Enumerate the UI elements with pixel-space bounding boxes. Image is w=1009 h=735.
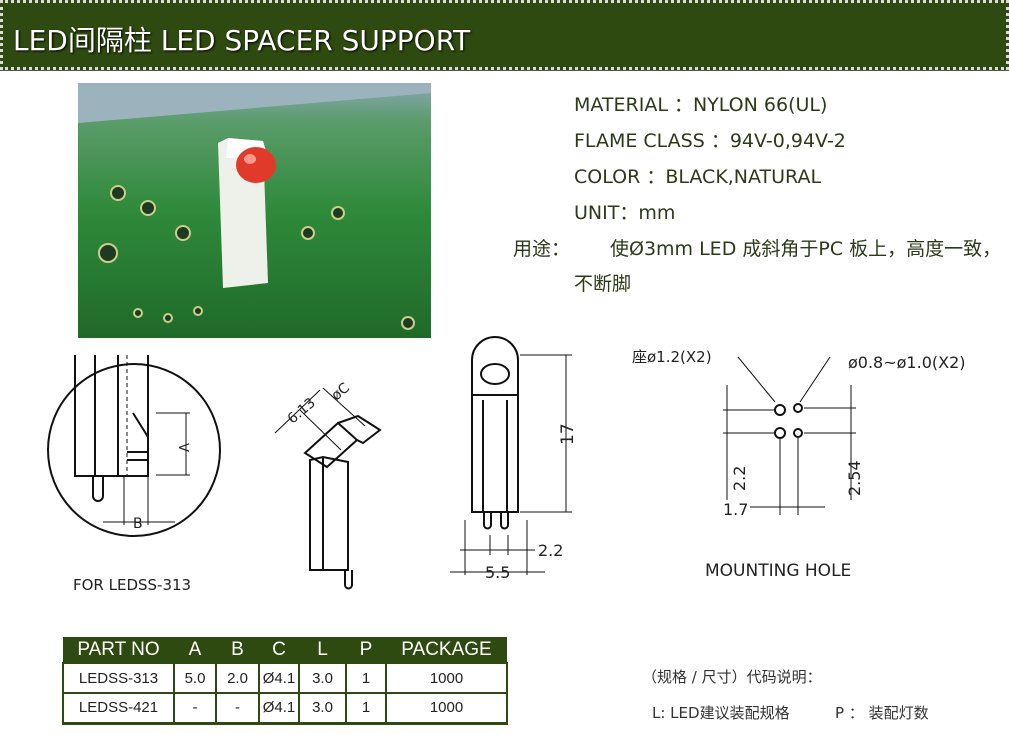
spec-material: MATERIAL ：NYLON 66(UL)	[574, 94, 828, 116]
col-package: PACKAGE	[386, 637, 507, 663]
dim-613-label: 6.13	[285, 395, 319, 427]
dim-55-label: 5.5	[485, 563, 510, 582]
cell: LEDSS-313	[62, 662, 175, 694]
cell: 1000	[385, 662, 508, 694]
table-header-row: PART NO A B C L P PACKAGE	[63, 637, 507, 663]
dim-17-horizontal-label: 1.7	[723, 500, 748, 519]
mounting-caption: MOUNTING HOLE	[705, 561, 851, 581]
detail-view: A B FOR LEDSS-313	[47, 355, 221, 594]
notes-p: P ： 装配灯数	[835, 704, 929, 722]
cell: 2.0	[215, 662, 260, 694]
seat-hole-label: 座ø1.2(X2)	[632, 348, 712, 366]
cell: -	[173, 692, 217, 725]
cell: Ø4.1	[258, 662, 300, 694]
col-c: C	[259, 637, 299, 663]
cell: 5.0	[173, 662, 217, 694]
cell: 3.0	[298, 662, 347, 694]
front-view: 17 2.2 5.5	[450, 336, 578, 582]
cell: -	[215, 692, 260, 725]
col-p: P	[346, 637, 386, 663]
col-part-no: PART NO	[63, 637, 174, 663]
col-l: L	[299, 637, 346, 663]
page-header: LED间隔柱 LED SPACER SUPPORT	[0, 0, 1009, 71]
product-photo	[78, 83, 431, 338]
pin-hole-label: ø0.8~ø1.0(X2)	[848, 353, 966, 372]
spec-flame-class: FLAME CLASS ：94V-0,94V-2	[574, 130, 846, 152]
page-title: LED间隔柱 LED SPACER SUPPORT	[13, 24, 471, 57]
col-a: A	[174, 637, 216, 663]
spec-unit: UNIT：mm	[574, 202, 676, 224]
notes-l: L: LED建议装配规格	[652, 704, 790, 722]
notes-title: （规格 / 尺寸）代码说明：	[642, 668, 822, 686]
cell: 1	[345, 692, 387, 725]
cell: Ø4.1	[258, 692, 300, 725]
dim-22-vertical-label: 2.2	[730, 466, 749, 491]
mounting-hole-view: 座ø1.2(X2) ø0.8~ø1.0(X2) 2.2 2.54 1.7 MOU…	[632, 348, 966, 581]
detail-caption: FOR LEDSS-313	[73, 576, 191, 594]
dim-254-label: 2.54	[845, 460, 864, 496]
angled-view: 6.13 øC	[274, 380, 382, 590]
cell: 1000	[385, 692, 508, 725]
dim-dia-c-label: øC	[328, 380, 353, 404]
dim-b-label: B	[133, 516, 143, 532]
dim-22-label: 2.2	[538, 541, 563, 560]
dim-17-label: 17	[558, 423, 578, 445]
dim-a-label: A	[178, 443, 193, 452]
cell: LEDSS-421	[62, 692, 175, 725]
usage-text: 使Ø3mm LED 成斜角于PC 板上，高度一致，	[610, 238, 1002, 260]
cell: 1	[345, 662, 387, 694]
usage-label: 用途：	[513, 238, 571, 260]
spec-color: COLOR ：BLACK,NATURAL	[574, 166, 822, 188]
cell: 3.0	[298, 692, 347, 725]
usage-text-2: 不断脚	[574, 273, 632, 295]
col-b: B	[216, 637, 259, 663]
